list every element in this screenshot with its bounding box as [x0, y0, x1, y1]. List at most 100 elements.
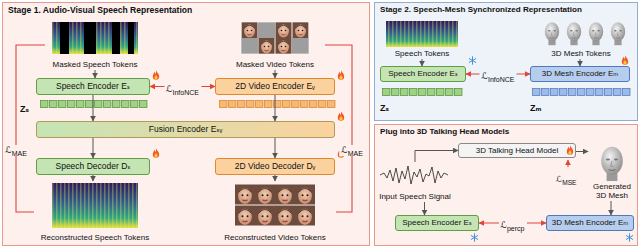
- loss-connector: [325, 45, 352, 212]
- trainable-icons: [153, 55, 628, 158]
- signal-image: Input Speech Signal: [376, 162, 454, 202]
- image-caption: Masked Video Tokens: [236, 60, 314, 69]
- loss-symbol: ℒ: [500, 220, 506, 230]
- speech-waveform: [380, 166, 448, 184]
- loss-symbol: ℒ: [341, 145, 347, 155]
- frozen-icons: [469, 57, 632, 242]
- box-label: 3D Talking Head Model: [476, 147, 559, 155]
- mesh-heads: [545, 22, 625, 181]
- token-image: Masked Video Tokens: [225, 20, 325, 70]
- panel-title: Stage 2. Speech-Mesh Synchronized Repres…: [375, 3, 637, 17]
- label-holder: Zₛ: [20, 98, 29, 116]
- box-label: 3D Mesh Encoder Eₘ: [542, 70, 619, 78]
- token-image: 3D Mesh Tokens: [530, 19, 632, 59]
- masked-video-frames: [241, 22, 309, 54]
- edge-label-holder: ℒInfoNCE: [480, 65, 517, 83]
- token-image: Reconstructed Speech Tokens: [34, 181, 156, 243]
- box-label: Fusion Encoder Eₛᵥ: [149, 125, 222, 134]
- box-label: Speech Encoder Eₛ: [388, 70, 458, 78]
- flow-arrow: [275, 70, 276, 78]
- reconstructed-spectrogram: [52, 183, 138, 228]
- loss-subscript: percp: [507, 225, 525, 232]
- label-holder: Zₘ: [530, 97, 541, 115]
- encoder-box: 2D Video Encoder Eᵥ: [215, 78, 335, 95]
- image-caption: Input Speech Signal: [379, 192, 451, 201]
- flow-arrow: [275, 138, 276, 158]
- latent-label: Zₘ: [530, 103, 541, 113]
- loss-label: ℒMAE: [339, 145, 365, 156]
- stage-panel: Stage 2. Speech-Mesh Synchronized Repres…: [374, 2, 638, 121]
- token-image: Reconstructed Video Tokens: [214, 181, 336, 243]
- loss-label: ℒInfoNCE: [480, 71, 517, 82]
- loss-subscript: MSE: [562, 179, 576, 186]
- encoder-box: Speech Encoder Eₛ: [380, 66, 466, 82]
- loss-label: ℒpercp: [498, 220, 526, 231]
- box-label: 2D Video Encoder Eᵥ: [235, 82, 315, 91]
- label-holder: ℒMSE: [556, 168, 576, 186]
- flow-arrow: [275, 95, 276, 121]
- mesh-image: Generated 3D Mesh: [588, 145, 636, 201]
- token-strips: [40, 88, 631, 108]
- loss-symbol: ℒ: [5, 145, 11, 155]
- image-caption: Masked Speech Tokens: [53, 60, 138, 69]
- encoder-box: 3D Mesh Encoder Eₘ: [530, 66, 630, 82]
- loss-subscript: InfoNCE: [488, 76, 515, 83]
- flow-arrow: [93, 175, 94, 181]
- flow-arrow: [275, 175, 276, 181]
- reconstructed-video-frames: [235, 185, 315, 226]
- box-label: Speech Encoder Eₛ: [56, 82, 130, 91]
- flow-arrow: [415, 151, 458, 163]
- loss-symbol: ℒ: [482, 71, 488, 81]
- edge-label-holder: ℒInfoNCE: [164, 78, 201, 96]
- stage-panel: Stage 1. Audio-Visual Speech Representat…: [2, 2, 370, 246]
- flow-arrow: [95, 70, 96, 78]
- token-image: Masked Speech Tokens: [45, 20, 145, 70]
- flow-arrow: [611, 201, 612, 215]
- flow-arrow: [93, 95, 94, 121]
- box-label: 3D Mesh Encoder Eₘ: [552, 219, 629, 227]
- latent-label: Zₛ: [20, 104, 29, 114]
- loss-symbol: ℒ: [166, 84, 172, 94]
- loss-subscript: MAE: [12, 150, 27, 157]
- flow-arrow: [424, 202, 425, 215]
- fusion-encoder-box: Fusion Encoder Eₛᵥ: [36, 121, 335, 138]
- loss-label: ℒMAE: [3, 145, 29, 156]
- image-caption: Speech Tokens: [395, 49, 450, 58]
- image-caption: 3D Mesh Tokens: [551, 49, 610, 58]
- encoder-box: Speech Encoder Eₛ: [36, 78, 150, 95]
- masked-spectrogram: [52, 22, 138, 54]
- flow-arrow: [93, 138, 94, 158]
- edge-label-holder: ℒMAE: [339, 139, 365, 157]
- loss-symbol: ℒ: [556, 174, 562, 184]
- image-caption: Generated 3D Mesh: [588, 182, 636, 200]
- flow-arrow: [422, 59, 423, 66]
- box-label: Speech Decoder Dₛ: [56, 162, 131, 171]
- edge-label-holder: ℒpercp: [498, 214, 526, 232]
- panel-title: Stage 1. Audio-Visual Speech Representat…: [3, 3, 369, 17]
- latent-label: Zₛ: [380, 103, 389, 113]
- panel-title: Plug into 3D Talking Head Models: [375, 125, 637, 139]
- image-caption: Reconstructed Speech Tokens: [41, 233, 149, 242]
- label-holder: Zₛ: [380, 97, 389, 115]
- image-caption: Reconstructed Video Tokens: [224, 233, 326, 242]
- loss-connector: [16, 45, 45, 212]
- speech-token-spectrogram: [386, 21, 458, 47]
- loss-label: ℒMSE: [556, 174, 576, 184]
- flow-arrow: [576, 151, 588, 152]
- loss-label: ℒInfoNCE: [164, 84, 201, 95]
- box-label: 2D Video Decoder Dᵥ: [235, 162, 316, 171]
- encoder-box: 3D Mesh Encoder Eₘ: [546, 215, 634, 231]
- decoder-box: Speech Decoder Dₛ: [36, 158, 150, 175]
- loss-subscript: MAE: [348, 150, 363, 157]
- edge-label-holder: ℒMAE: [3, 139, 29, 157]
- token-image: Speech Tokens: [380, 19, 464, 59]
- box-label: Speech Encoder Eₛ: [402, 219, 472, 227]
- model-box: 3D Talking Head Model: [458, 143, 576, 158]
- decoder-box: 2D Video Decoder Dᵥ: [215, 158, 335, 175]
